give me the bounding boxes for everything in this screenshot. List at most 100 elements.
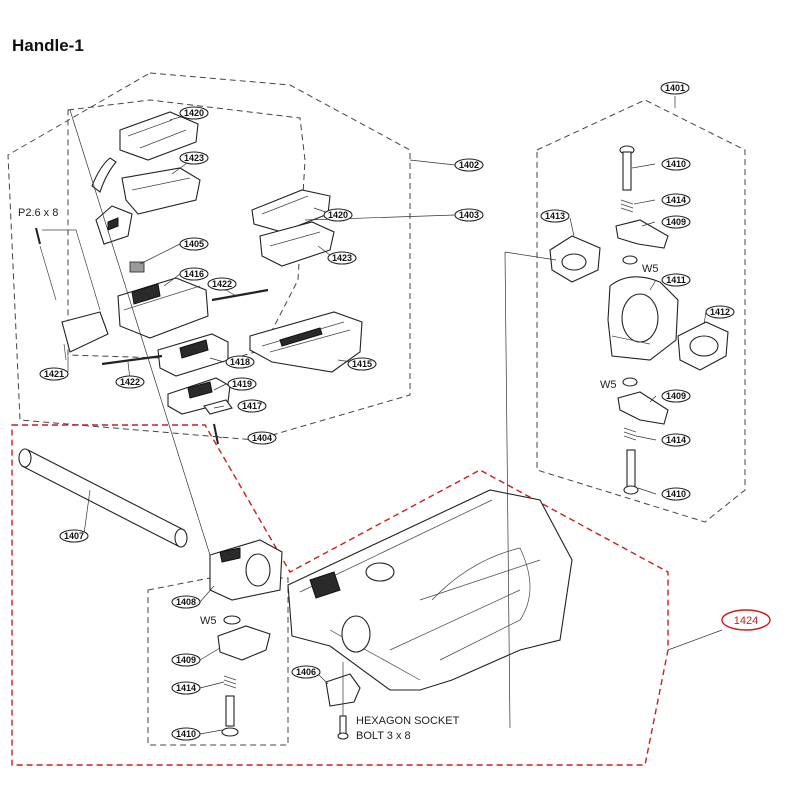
svg-text:1423: 1423: [184, 153, 204, 163]
svg-text:1420: 1420: [184, 108, 204, 118]
washer-w5-top: [622, 255, 638, 265]
clamp-ring-1413: [549, 235, 601, 283]
svg-text:1410: 1410: [666, 159, 686, 169]
svg-text:1421: 1421: [44, 369, 64, 379]
clamp-ring-1412: [677, 321, 729, 371]
grip-rubber-1423-left: [121, 167, 201, 215]
small-block-1405: [129, 261, 145, 273]
callout-1412: 1412: [705, 305, 735, 319]
bolt-1410-lower: [221, 695, 239, 737]
callout-1414-lower: 1414: [171, 681, 201, 695]
svg-text:1403: 1403: [459, 210, 479, 220]
svg-text:1407: 1407: [64, 531, 84, 541]
pin-1422-upper: [211, 288, 269, 302]
svg-text:1410: 1410: [666, 489, 686, 499]
lever-nut-1409-bottom: [617, 391, 669, 425]
bracket-1421: [61, 311, 109, 361]
callout-1411: 1411: [661, 273, 691, 287]
callout-1415: 1415: [347, 357, 377, 371]
svg-text:1423: 1423: [332, 253, 352, 263]
bolt-1410-bottom: [623, 449, 639, 495]
svg-text:1412: 1412: [710, 307, 730, 317]
handle-body-1424: [287, 489, 573, 691]
callout-1410-top: 1410: [661, 157, 691, 171]
assembly-1424-outline: [11, 424, 669, 766]
callout-1402: 1402: [454, 158, 484, 172]
callout-1421: 1421: [39, 367, 69, 381]
washer-label-mid: W5: [600, 379, 617, 391]
callout-1410-lower: 1410: [171, 727, 201, 741]
grip-rubber-1423-right: [259, 221, 335, 267]
washer-w5-lower: [223, 615, 241, 625]
spring-1414-top: [620, 199, 634, 213]
svg-text:1414: 1414: [666, 195, 686, 205]
svg-text:1409: 1409: [666, 391, 686, 401]
svg-text:1416: 1416: [184, 269, 204, 279]
svg-text:1401: 1401: [665, 83, 685, 93]
clamp-body-1411: [607, 276, 679, 361]
screw-p26x8: [35, 227, 101, 311]
clamp-1408: [209, 539, 283, 601]
callout-1403: 1403: [454, 208, 484, 222]
hex-bolt-3x8: [337, 715, 349, 740]
washer-label-top: W5: [642, 263, 659, 275]
callout-1417: 1417: [237, 399, 267, 413]
callout-1404: 1404: [247, 431, 277, 445]
callout-1423-lower: 1423: [327, 251, 357, 265]
assembly-1403-outline: [67, 99, 306, 361]
callout-1409-lower: 1409: [171, 653, 201, 667]
svg-text:1417: 1417: [242, 401, 262, 411]
bolt-1410-top: [619, 145, 635, 191]
callout-1405: 1405: [179, 237, 209, 251]
svg-text:1414: 1414: [176, 683, 196, 693]
svg-text:1424: 1424: [734, 615, 758, 627]
spring-1414-lower: [223, 675, 237, 689]
washer-label-lower: W5: [200, 615, 217, 627]
callout-1410-bottom: 1410: [661, 487, 691, 501]
callout-1414-bottom: 1414: [661, 433, 691, 447]
svg-text:1415: 1415: [352, 359, 372, 369]
svg-text:1404: 1404: [252, 433, 272, 443]
lever-nut-1409-top: [615, 219, 669, 249]
callout-1418: 1418: [225, 355, 255, 369]
svg-text:1413: 1413: [545, 211, 565, 221]
grip-cover-1420-top: [119, 111, 199, 161]
svg-text:1414: 1414: [666, 435, 686, 445]
svg-text:1406: 1406: [296, 667, 316, 677]
callout-1413: 1413: [540, 209, 570, 223]
subassembly-1408-outline: [147, 577, 289, 746]
callout-1422-lower: 1422: [115, 375, 145, 389]
callout-1414-top: 1414: [661, 193, 691, 207]
svg-text:1408: 1408: [176, 597, 196, 607]
callout-1406: 1406: [291, 665, 321, 679]
grip-body-1415: [249, 311, 363, 373]
switch-housing-1418: [157, 333, 229, 377]
callout-1409-top: 1409: [661, 215, 691, 229]
assembly-1401-outline: [536, 99, 746, 523]
svg-text:1405: 1405: [184, 239, 204, 249]
callout-1407: 1407: [59, 529, 89, 543]
washer-w5-mid: [622, 377, 638, 387]
grip-clip-left: [91, 157, 133, 245]
lever-nut-1409-lower: [217, 625, 271, 661]
svg-text:1411: 1411: [666, 275, 686, 285]
callout-1420-lower: 1420: [323, 208, 353, 222]
callout-1416: 1416: [179, 267, 209, 281]
screw-1404: [213, 423, 219, 445]
svg-text:1419: 1419: [232, 379, 252, 389]
callout-1401: 1401: [660, 81, 690, 95]
pin-1422-lower: [101, 354, 163, 366]
callout-1423-upper: 1423: [179, 151, 209, 165]
spring-1414-bottom: [623, 427, 637, 441]
svg-text:1410: 1410: [176, 729, 196, 739]
svg-text:1418: 1418: [230, 357, 250, 367]
svg-text:1420: 1420: [328, 210, 348, 220]
callout-1422-upper: 1422: [207, 277, 237, 291]
callout-1419: 1419: [227, 377, 257, 391]
callout-1424: 1424: [721, 609, 771, 631]
callout-1408: 1408: [171, 595, 201, 609]
svg-text:1402: 1402: [459, 160, 479, 170]
svg-text:1409: 1409: [666, 217, 686, 227]
grip-frame-1416: [117, 277, 209, 339]
